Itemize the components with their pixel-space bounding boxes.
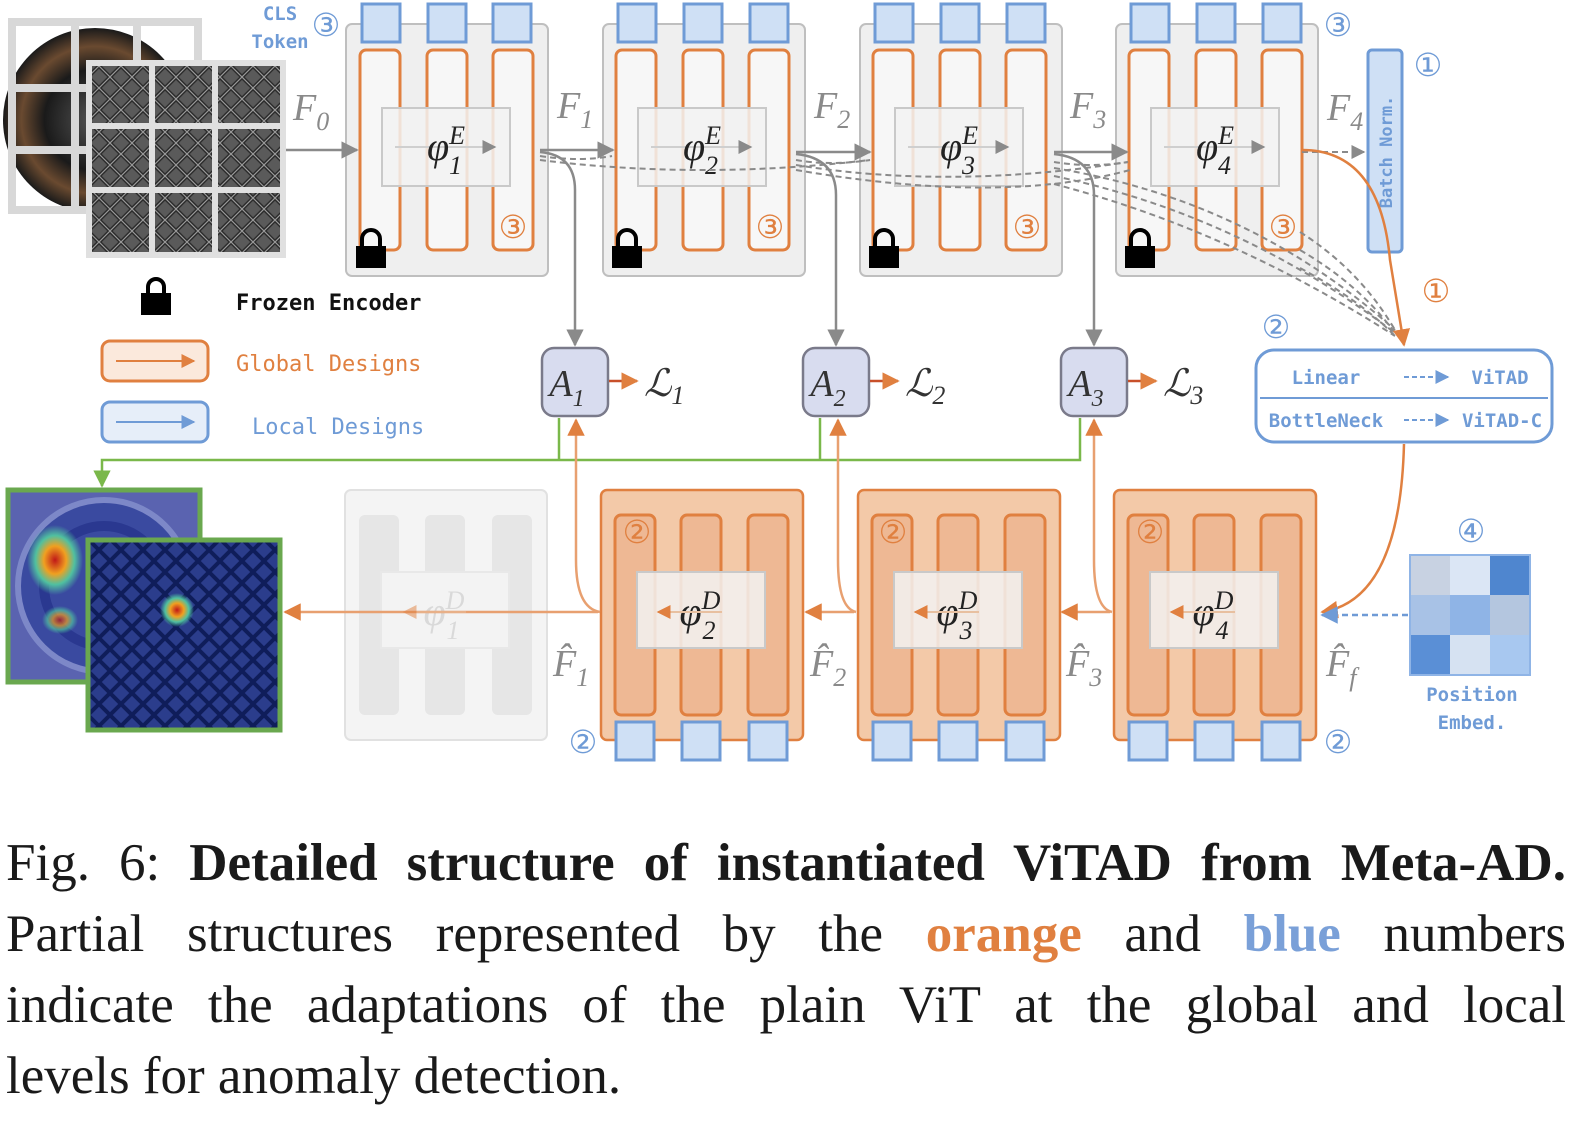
lock-icon (141, 277, 171, 315)
aggregator-a3: A3 (1059, 346, 1129, 418)
caption-text: levels for anomaly detection. (6, 1047, 622, 1105)
caption-text: Partial structures represented by the (6, 905, 884, 963)
feature-f1-label: F1 (556, 85, 593, 134)
aggregator-a1: A1 (540, 346, 610, 418)
marker-two-orange: ② (879, 513, 908, 551)
fusion-linear-label: Linear (1292, 367, 1361, 389)
legend-global-label: Global Designs (236, 352, 421, 377)
marker-four-blue: ④ (1457, 512, 1486, 550)
output-anomaly-maps (5, 487, 283, 733)
decoder-stage-3 (856, 488, 1062, 762)
decoder-stage-4 (1112, 488, 1318, 762)
caption-text: numbers (1383, 905, 1567, 963)
marker-three-orange: ③ (499, 208, 528, 246)
position-embed-label: Embed. (1438, 712, 1507, 734)
batch-norm-label: Batch Norm. (1377, 96, 1397, 209)
marker-three-orange: ③ (1013, 208, 1042, 246)
feature-f0-label: F0 (292, 87, 329, 136)
legend: Frozen Encoder Global Designs Local Desi… (100, 277, 424, 444)
fhat1-to-a1-arrow (567, 418, 601, 614)
marker-two-orange: ② (1136, 513, 1165, 551)
feature-f3-label: F3 (1069, 85, 1106, 134)
feature-f4-label: F4 (1326, 87, 1363, 136)
marker-one-blue: ① (1414, 46, 1443, 84)
f4-to-fusion-arrow (1301, 148, 1411, 347)
fusion-vitad-label: ViTAD (1471, 367, 1528, 389)
fusion-to-decoder-arrow (1320, 443, 1406, 619)
lock-icon (612, 228, 642, 268)
fhat2-to-a2-arrow (829, 418, 857, 614)
caption-fig-label: Fig. 6: (6, 834, 161, 892)
marker-two-blue: ② (569, 723, 598, 761)
marker-three-orange: ③ (756, 208, 785, 246)
feature-fhat1-label: F̂1 (552, 643, 589, 692)
fusion-vitadc-label: ViTAD-C (1462, 410, 1542, 432)
feature-fhat3-label: F̂3 (1065, 643, 1102, 692)
encoder-stage-3 (859, 2, 1063, 277)
cls-token-label: CLS (263, 3, 297, 25)
f1-to-a1-arrow (539, 150, 584, 347)
marker-three-blue: ③ (312, 6, 341, 44)
aggregator-a2: A2 (801, 346, 871, 418)
fusion-bottleneck-label: BottleNeck (1269, 410, 1384, 432)
loss-l1-label: ℒ1 (644, 363, 684, 410)
position-embed-label: Position (1426, 684, 1518, 706)
feature-fhatf-label: F̂f (1325, 643, 1360, 692)
caption-blue-word: blue (1243, 905, 1341, 963)
fhat3-to-a3-arrow (1085, 418, 1113, 614)
marker-three-blue: ③ (1324, 6, 1353, 44)
lock-icon (356, 228, 386, 268)
lock-icon (1125, 228, 1155, 268)
marker-two-blue: ② (1262, 308, 1291, 346)
figure-caption: Fig. 6: Detailed structure of instantiat… (6, 828, 1566, 1112)
caption-text: and (1124, 905, 1201, 963)
input-mesh-image (86, 60, 286, 258)
caption-title: Detailed structure of instantiated ViTAD… (189, 834, 1567, 892)
lock-icon (869, 228, 899, 268)
caption-orange-word: orange (925, 905, 1082, 963)
caption-text: indicate the adaptations of the plain Vi… (6, 976, 1566, 1034)
encoder-stage-1 (345, 2, 549, 277)
loss-l2-label: ℒ2 (905, 363, 945, 410)
marker-two-orange: ② (623, 513, 652, 551)
feature-fhat2-label: F̂2 (809, 643, 846, 692)
loss-l3-label: ℒ3 (1163, 363, 1203, 410)
legend-local-label: Local Designs (252, 415, 424, 440)
input-images (3, 18, 286, 258)
decoder-stage-2 (599, 488, 805, 762)
marker-one-orange: ① (1422, 272, 1451, 310)
legend-frozen-label: Frozen Encoder (236, 291, 421, 316)
fusion-box (1254, 348, 1554, 444)
feature-f2-label: F2 (813, 85, 850, 134)
marker-two-blue: ② (1324, 723, 1353, 761)
cls-token-label: Token (251, 31, 308, 53)
marker-three-orange: ③ (1269, 208, 1298, 246)
position-embed-grid (1409, 554, 1531, 676)
